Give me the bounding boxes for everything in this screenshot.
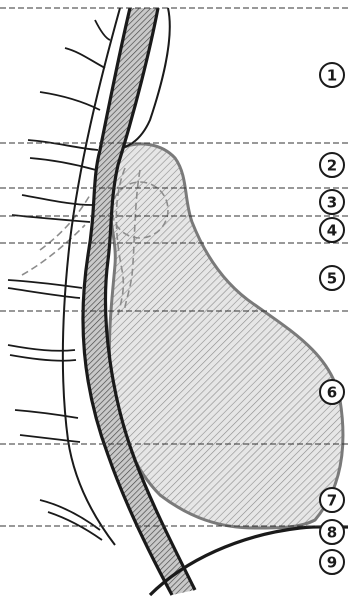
zone-label-7: 7 xyxy=(327,492,337,510)
zone-marker-4: 4 xyxy=(320,218,344,242)
zone-label-4: 4 xyxy=(327,222,337,240)
organ-shape xyxy=(109,144,343,528)
zone-marker-6: 6 xyxy=(320,380,344,404)
zone-label-2: 2 xyxy=(327,157,337,175)
zone-label-1: 1 xyxy=(327,67,337,85)
zone-marker-7: 7 xyxy=(320,488,344,512)
zone-marker-5: 5 xyxy=(320,266,344,290)
zone-marker-1: 1 xyxy=(320,63,344,87)
zone-marker-9: 9 xyxy=(320,550,344,574)
zone-label-8: 8 xyxy=(327,524,337,542)
zone-marker-2: 2 xyxy=(320,153,344,177)
zone-marker-8: 8 xyxy=(320,520,344,544)
zone-label-3: 3 xyxy=(327,194,337,212)
zone-label-5: 5 xyxy=(327,270,337,288)
zone-marker-3: 3 xyxy=(320,190,344,214)
zone-label-6: 6 xyxy=(327,384,337,402)
zone-label-9: 9 xyxy=(327,554,337,572)
dashed-side-branch-2 xyxy=(22,225,85,275)
